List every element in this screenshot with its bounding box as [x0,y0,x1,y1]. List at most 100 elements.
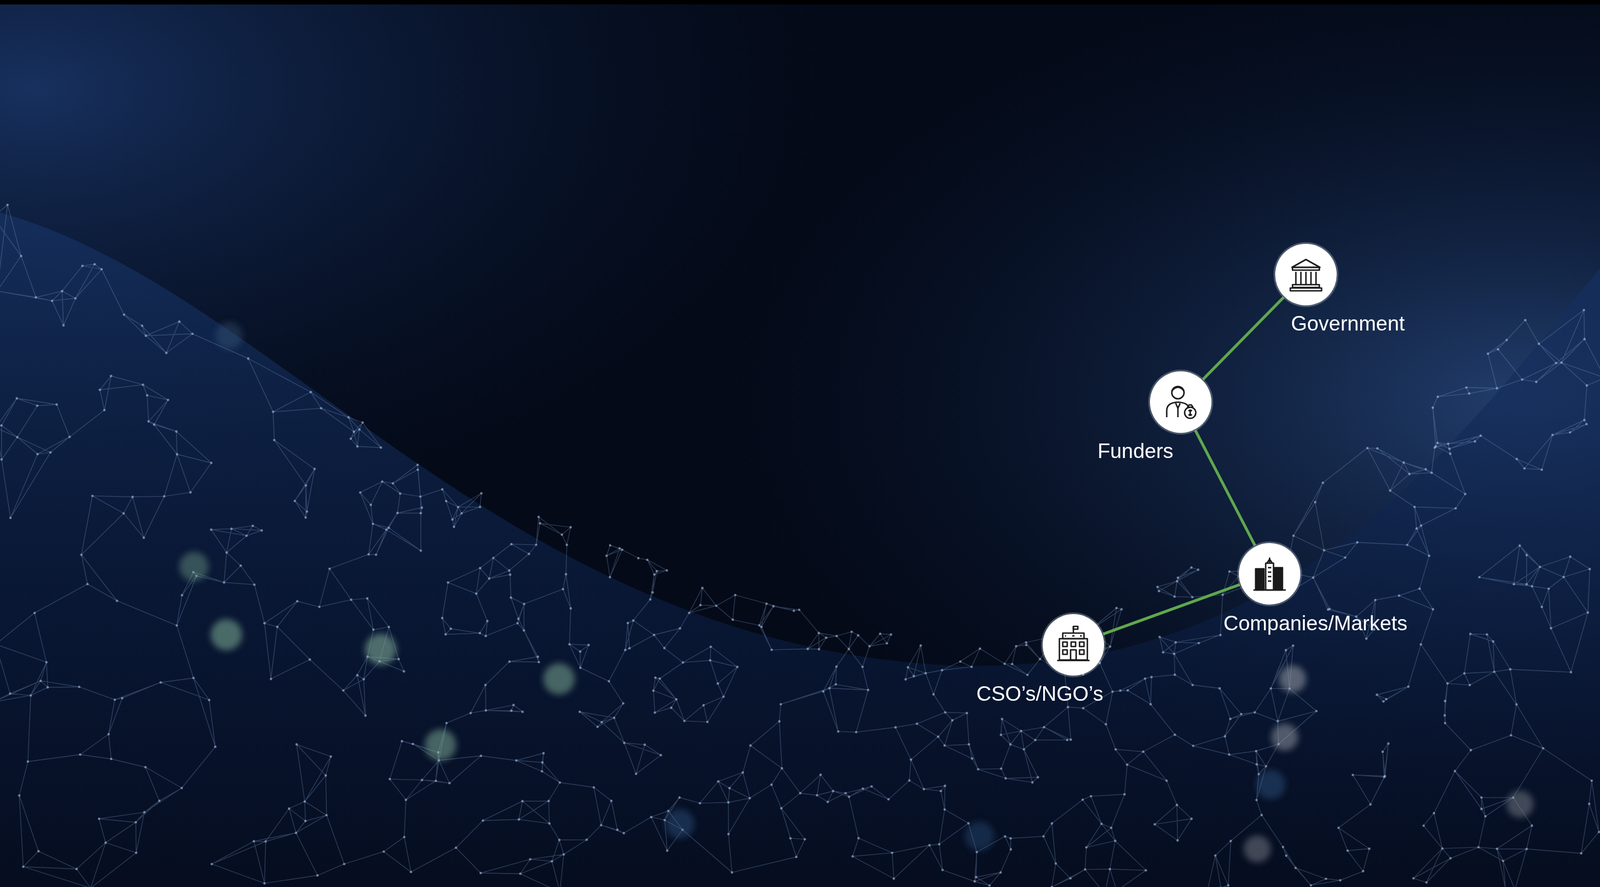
mesh-dot [522,628,525,632]
mesh-dot [1419,524,1423,527]
mesh-dot [508,573,511,576]
mesh-dot [550,859,553,863]
mesh-dot [831,789,835,792]
mesh-dot [1218,687,1221,690]
mesh-dot [1468,683,1471,686]
node-icon [1042,613,1105,676]
mesh-dot [906,665,910,669]
mesh-dot [1597,830,1600,833]
mesh-dot [1227,883,1230,887]
mesh-dot [1569,670,1573,674]
mesh-dot [269,677,272,680]
mesh-dot [699,603,702,607]
connector-line [1203,297,1284,380]
mesh-dot [45,660,48,664]
mesh-dot [358,428,361,431]
mesh-dot [1004,834,1007,837]
mesh-dot [1562,575,1565,579]
mesh-dot [107,732,110,736]
mesh-dot [919,644,922,647]
mesh-dot [835,665,838,668]
mesh-dot [1024,640,1027,643]
mesh-dot [1365,637,1368,640]
mesh-dot [928,843,931,846]
mesh-dot [806,647,809,650]
mesh-dot [547,799,550,802]
mesh-dot [890,632,893,636]
mesh-dot [356,673,359,676]
mesh-dot [666,809,670,812]
mesh-dot [1120,607,1123,610]
mesh-dot [486,619,489,622]
mesh-dot [223,580,226,584]
mesh-dot [537,660,541,664]
mesh-dot [264,839,267,842]
mesh-dot [844,791,847,794]
mesh-dot [904,678,907,681]
mesh-dot [528,857,532,860]
mesh-dot [1374,598,1377,601]
mesh-dot [86,582,89,585]
mesh-dot [1381,750,1384,753]
mesh-dot [367,552,370,556]
mesh-dot [366,597,369,600]
mesh-dot [1554,361,1557,364]
mesh-dot [304,819,307,822]
mesh-dot [1054,862,1057,865]
mesh-dot [68,435,71,438]
mesh-dot [180,593,183,596]
mesh-dot [1066,705,1069,708]
mesh-dot [97,817,101,820]
mesh-dot [452,525,456,528]
mesh-dot [74,296,77,300]
mesh-dot [420,505,423,509]
mesh-dot [441,488,444,491]
mesh-dot [635,772,638,775]
mesh-dot [364,713,367,717]
mesh-dot [731,618,735,621]
node-icon [1275,243,1337,306]
mesh-dot [1585,384,1588,387]
node-label: Government [1290,312,1405,336]
mesh-dot [965,711,968,714]
mesh-dot [159,680,162,684]
mesh-dot [166,398,169,401]
mesh-dot [122,512,125,515]
mesh-dot [39,679,42,682]
mesh-dot [569,607,572,610]
mesh-dot [850,630,853,633]
mesh-dot [1000,767,1003,770]
mesh-dot [400,739,404,742]
mesh-dot [1221,593,1224,596]
mesh-dot [821,689,825,693]
mesh-dot [325,813,328,816]
mesh-dot [1036,775,1039,778]
mesh-dot [1538,565,1541,568]
mesh-dot [826,800,829,803]
mesh-dot [652,633,656,636]
mesh-dot [29,693,32,697]
mesh-dot [1432,811,1436,814]
mesh-dot [1142,750,1145,753]
mesh-dot [1381,699,1385,703]
mesh-dot [564,573,567,576]
mesh-dot [609,799,613,802]
mesh-dot [682,660,685,664]
mesh-dot [1315,709,1318,712]
mesh-dot [1383,774,1386,778]
mesh-dot [1042,725,1045,728]
mesh-dot [1285,854,1288,857]
mesh-dot [1175,803,1178,806]
mesh-dot [678,796,681,799]
mesh-dot [749,744,752,747]
mesh-dot [399,491,402,495]
mesh-dot [1512,582,1516,585]
mesh-dot [1009,836,1012,840]
mesh-dot [778,720,781,723]
mesh-dot [623,648,627,651]
mesh-dot [748,796,751,799]
mesh-dot [1551,433,1554,436]
mesh-dot [319,406,323,410]
mesh-dot [1496,847,1499,850]
